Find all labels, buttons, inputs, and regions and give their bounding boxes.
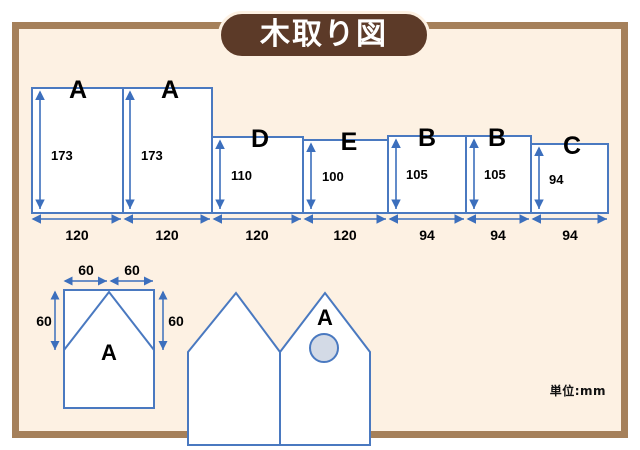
height-value-d: 110	[231, 168, 252, 183]
width-value-b1: 94	[419, 227, 435, 243]
unit-note: 単位:mm	[549, 384, 606, 398]
part-label-b1: B	[418, 124, 436, 152]
roof-dim-left: 60	[36, 313, 52, 329]
height-value-c: 94	[549, 172, 564, 187]
roof-piece-label: A	[101, 340, 117, 365]
width-value-d: 120	[245, 227, 269, 243]
house-shape-front	[279, 291, 371, 446]
part-label-c: C	[563, 132, 581, 160]
height-value-e: 100	[322, 169, 344, 184]
width-value-c: 94	[562, 227, 578, 243]
roof-dim-top-right: 60	[124, 262, 140, 278]
height-value-a1: 173	[51, 148, 73, 163]
height-value-labels: 173 173 110 100 105 105 94	[51, 148, 564, 187]
part-label-d: D	[251, 125, 269, 153]
entrance-hole-circle	[309, 333, 339, 363]
cut-row-parts	[31, 87, 609, 214]
part-rect-c	[530, 143, 609, 214]
part-rect-a1	[31, 87, 124, 214]
part-rect-d	[211, 136, 304, 214]
width-value-a2: 120	[155, 227, 179, 243]
roof-piece-outline	[63, 289, 155, 409]
part-rect-e	[302, 139, 389, 214]
roof-dim-top-left: 60	[78, 262, 94, 278]
house-front-label: A	[317, 305, 333, 330]
width-value-e: 120	[333, 227, 357, 243]
height-value-a2: 173	[141, 148, 163, 163]
part-label-a2: A	[161, 76, 179, 104]
height-value-b2: 105	[484, 167, 506, 182]
width-value-labels: 120 120 120 120 94 94 94	[65, 227, 578, 243]
roof-peak-line	[63, 290, 155, 351]
house-shape-back	[187, 291, 281, 446]
part-label-e: E	[341, 128, 358, 156]
roof-dim-right: 60	[168, 313, 184, 329]
title-banner: 木取り図	[218, 11, 430, 59]
part-rect-a2	[122, 87, 213, 214]
height-value-b1: 105	[406, 167, 428, 182]
roof-piece-detail: A 60 60 60 60	[36, 262, 184, 409]
part-letter-labels: A A D E B B C	[69, 76, 581, 160]
width-value-b2: 94	[490, 227, 506, 243]
part-label-a1: A	[69, 76, 87, 104]
assembled-houses: A	[187, 291, 371, 446]
page-title: 木取り図	[260, 17, 388, 52]
height-dimension-arrows	[35, 90, 544, 209]
part-label-b2: B	[488, 124, 506, 152]
width-value-a1: 120	[65, 227, 89, 243]
